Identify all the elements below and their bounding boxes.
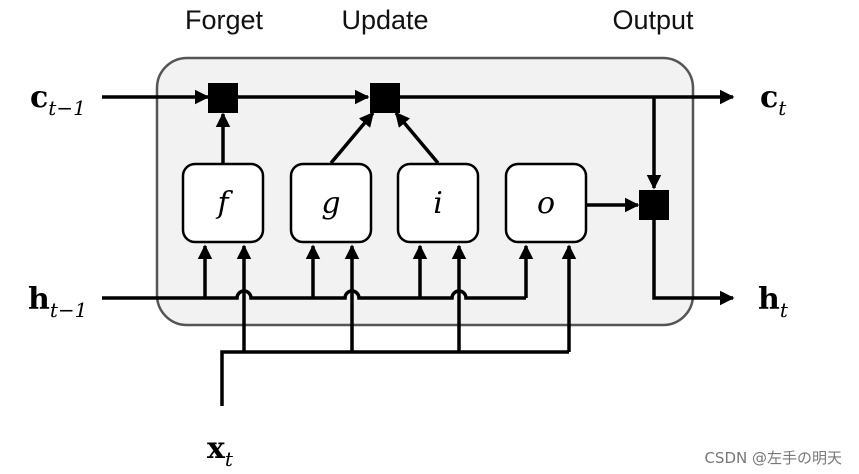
output-header: Output — [612, 5, 694, 35]
h-out-label: ht — [758, 282, 789, 322]
i-to-update-arrow — [394, 111, 440, 165]
g-to-update-arrow — [329, 111, 375, 165]
c-out-label: ct — [760, 80, 787, 120]
update-multiply-node — [370, 83, 400, 113]
h-prev-label: ht−1 — [28, 282, 87, 322]
x-label: xt — [207, 431, 234, 471]
gate-g-label: g — [321, 186, 340, 221]
gate-o-label: o — [537, 186, 555, 221]
update-header: Update — [341, 5, 428, 35]
h-out-arrow — [652, 219, 735, 306]
forget-header: Forget — [185, 5, 264, 35]
forget-multiply-node — [208, 83, 238, 113]
gate-g-box — [289, 162, 373, 244]
gate-f-box — [181, 162, 265, 244]
x-bus-line — [220, 350, 569, 406]
gate-i-box — [396, 162, 480, 244]
watermark: CSDN @左手の明天 — [704, 449, 842, 467]
output-multiply-node — [639, 190, 669, 220]
gate-i-label: i — [433, 186, 443, 221]
gate-o-box — [504, 162, 588, 244]
c-prev-label: ct−1 — [30, 80, 86, 120]
